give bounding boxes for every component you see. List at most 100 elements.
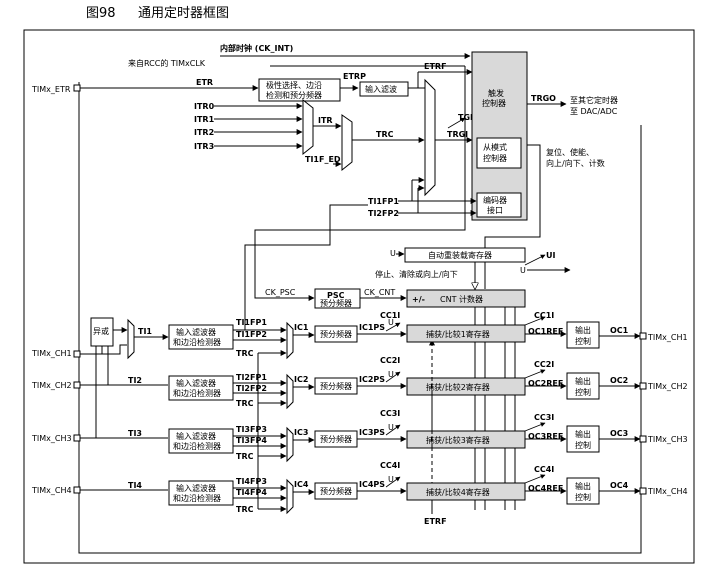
- cc4i-a-line: [385, 476, 401, 488]
- ch1-direct: [102, 344, 127, 355]
- mux-4: [286, 478, 294, 515]
- pin-ch2-right: [639, 382, 647, 390]
- trc-ch3: TRC: [236, 452, 254, 461]
- ti4fp3-ch: TI4FP3: [236, 477, 267, 486]
- input-filter-text: 输入滤波: [365, 84, 397, 94]
- capture-2-text: 捕获/比较2寄存器: [426, 382, 490, 392]
- cc2i-a: CC2I: [380, 356, 400, 365]
- cc2i-b-line: [524, 369, 546, 379]
- ui-label: UI: [546, 251, 555, 260]
- ch1-in: [79, 346, 103, 355]
- cc3i-b-line: [524, 422, 546, 432]
- filter-3-text-2: 和边沿检测器: [173, 441, 221, 451]
- output-3-text-1: 输出: [575, 429, 591, 439]
- channel-1: 输入滤波器 和边沿检测器 TI1FP1 TI1FP2 TRC IC1 预分频器 …: [168, 311, 641, 360]
- polarity-text-1: 极性选择、边沿: [266, 80, 322, 90]
- oc3ref-label: OC3REF: [528, 432, 563, 441]
- ti2fp2-ch: TI2FP2: [236, 384, 267, 393]
- mux-2: [286, 373, 294, 410]
- ti2-label: TI2: [128, 376, 142, 385]
- filter-1-text-1: 输入滤波器: [176, 327, 216, 337]
- oc1-label: OC1: [610, 326, 629, 335]
- ti1f-ed-label: TI1F_ED: [305, 155, 341, 164]
- plus-minus: +/-: [412, 295, 425, 304]
- timx-etr-pin: [73, 84, 81, 92]
- ti1-mux: [127, 318, 135, 360]
- itr-mux: [302, 98, 314, 156]
- itr0-label: ITR0: [194, 102, 215, 111]
- filter-2-text-1: 输入滤波器: [176, 378, 216, 388]
- output-4: [566, 477, 600, 505]
- u-ch4: U: [388, 475, 394, 484]
- figure-number: 图98: [86, 6, 116, 21]
- ic2ps-label: IC2PS: [359, 375, 385, 384]
- ti2fp2-label: TI2FP2: [368, 209, 399, 218]
- ui-line: [524, 254, 546, 266]
- channel-4: 输入滤波器 和边沿检测器 TI4FP3 TI4FP4 TRC IC4 预分频器 …: [168, 461, 641, 515]
- ic3-label: IC3: [294, 428, 308, 437]
- input-filter-block: [359, 81, 409, 97]
- cc4i-b-line: [524, 474, 546, 484]
- ti4fp4-ch: TI4FP4: [236, 488, 267, 497]
- u-event-label: U: [520, 266, 526, 275]
- to-other-label: 至其它定时器: [570, 95, 618, 105]
- reset-note-1: 复位、使能、: [546, 147, 594, 157]
- oc4-label: OC4: [610, 481, 629, 490]
- trigger-controller: [471, 51, 528, 221]
- pin-ch4-right: [639, 487, 647, 495]
- xor-text: 异或: [93, 326, 109, 336]
- ic4-label: IC4: [294, 480, 309, 489]
- timxclk-label: 来自RCC的 TIMxCLK: [128, 58, 206, 68]
- ic4ps-label: IC4PS: [359, 480, 385, 489]
- ic1-label: IC1: [294, 323, 309, 332]
- oc3-label: OC3: [610, 429, 628, 438]
- timx-ch1-left: TIMx_CH1: [31, 349, 72, 358]
- stop-note: 停止、清除或向上/向下: [375, 269, 458, 279]
- oc2-label: OC2: [610, 376, 628, 385]
- trigger-text-2: 控制器: [482, 98, 506, 108]
- channel-2: 输入滤波器 和边沿检测器 TI2FP1 TI2FP2 TRC IC2 预分频器 …: [168, 356, 641, 410]
- encoder-block: [476, 192, 522, 218]
- ti1-label: TI1: [138, 327, 152, 336]
- filter-4-text-2: 和边沿检测器: [173, 493, 221, 503]
- trigger-text-1: 触发: [488, 88, 504, 98]
- etr-label: ETR: [196, 78, 213, 87]
- cc1i-b: CC1I: [534, 311, 554, 320]
- cc4i-a: CC4I: [380, 461, 400, 470]
- output-1: [566, 321, 600, 349]
- pin-ch3-left: [73, 434, 81, 442]
- encoder-text-1: 编码器: [483, 195, 507, 205]
- cc2i-b: CC2I: [534, 360, 554, 369]
- ck-psc-feed: [254, 105, 466, 299]
- tgi-label: TGI: [458, 113, 473, 122]
- ti4-label: TI4: [128, 481, 142, 490]
- capture-1-text: 捕获/比较1寄存器: [426, 329, 490, 339]
- trc-ch2: TRC: [236, 399, 254, 408]
- cc1i-a: CC1I: [380, 311, 400, 320]
- ck-psc-label: CK_PSC: [265, 288, 296, 297]
- pin-ch1-right: [639, 332, 647, 340]
- oc4ref-label: OC4REF: [528, 484, 563, 493]
- output-2-text-2: 控制: [575, 387, 591, 397]
- outer-frame: [23, 29, 695, 564]
- output-4-text-1: 输出: [575, 481, 591, 491]
- u-ch3: U: [388, 423, 394, 432]
- capture-4-text: 捕获/比较4寄存器: [426, 487, 490, 497]
- encoder-text-2: 接口: [487, 205, 503, 215]
- figure-title: 通用定时器框图: [138, 6, 229, 21]
- channel-3: 输入滤波器 和边沿检测器 TI3FP3 TI3FP4 TRC IC3 预分频器 …: [168, 409, 641, 463]
- timx-ch3-left: TIMx_CH3: [31, 434, 72, 443]
- cc4i-b: CC4I: [534, 465, 554, 474]
- filter-3: [168, 428, 234, 454]
- ti1fp1-route: [244, 204, 368, 330]
- ic3ps-label: IC3PS: [359, 428, 385, 437]
- prescaler-3-text: 预分频器: [320, 434, 352, 444]
- u-ch2: U: [388, 370, 394, 379]
- cnt-text: CNT 计数器: [440, 294, 483, 304]
- slave-mode-block: [476, 137, 522, 169]
- oc1ref-label: OC1REF: [528, 327, 563, 336]
- autoreload-register: [404, 247, 526, 263]
- trc-ch1: TRC: [236, 349, 254, 358]
- cc1i-b-line: [524, 316, 546, 326]
